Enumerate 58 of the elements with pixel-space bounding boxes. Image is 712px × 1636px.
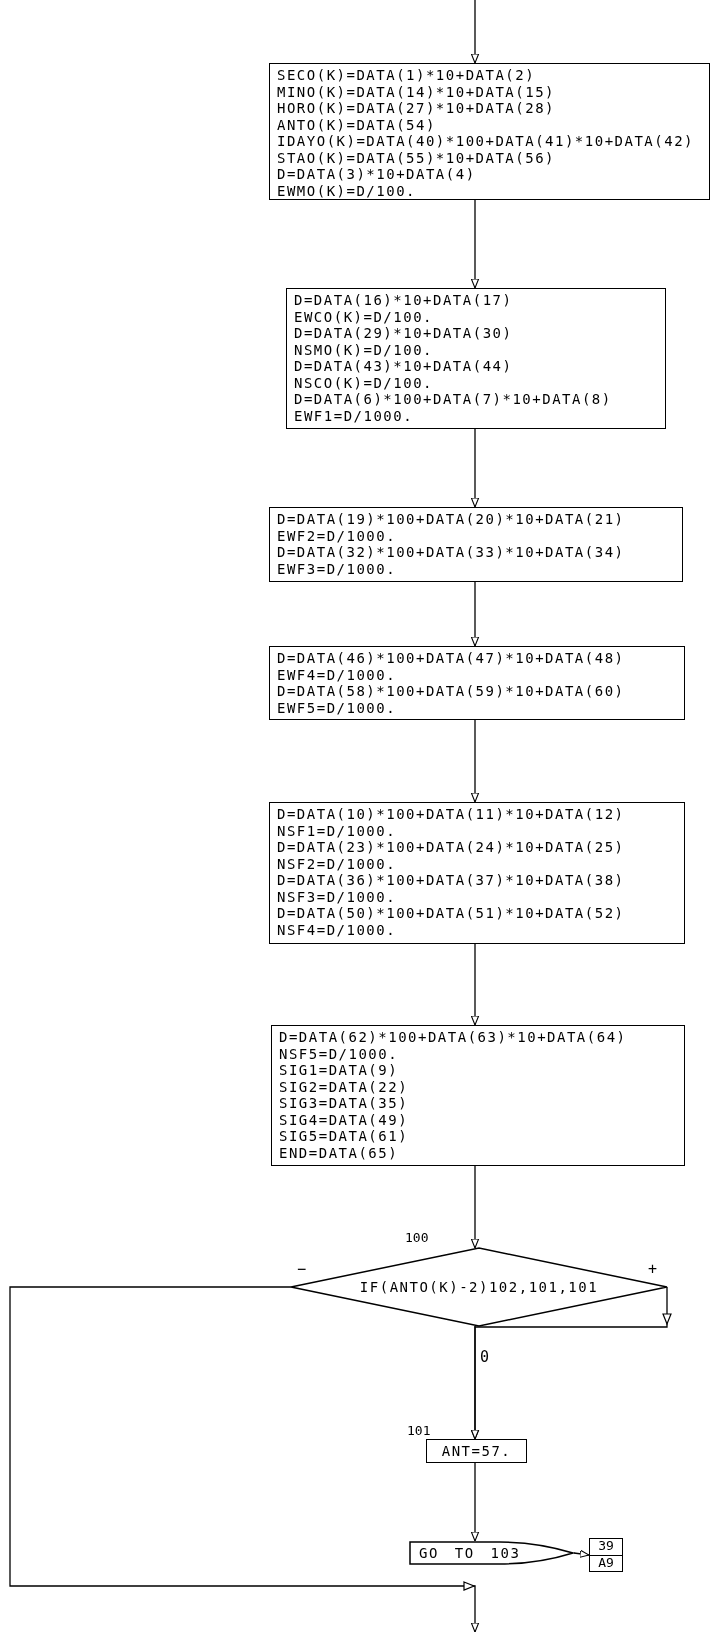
statement-number: 100 [404,1230,430,1245]
code-line: END=DATA(65) [279,1144,400,1161]
code-line: NSF4=D/1000. [277,921,398,938]
code-line: EWF5=D/1000. [277,699,398,716]
code-line: ANT=57. [440,1442,513,1460]
code-line: SIG1=DATA(9) [279,1062,400,1079]
code-line: STAO(K)=DATA(55)*10+DATA(56) [277,149,556,166]
connector-box [589,1538,623,1572]
code-line: SIG3=DATA(35) [279,1095,410,1112]
code-line: IDAYO(K)=DATA(40)*100+DATA(41)*10+DATA(42) [277,133,695,150]
process-box [426,1439,527,1463]
code-line: ANTO(K)=DATA(54) [277,116,437,133]
code-line: SECO(K)=DATA(1)*10+DATA(2) [277,67,537,84]
code-line: EWF1=D/1000. [294,407,415,424]
code-line: GO TO 103 [418,1544,521,1562]
code-line: EWF2=D/1000. [277,527,398,544]
code-line: D=DATA(58)*100+DATA(59)*10+DATA(60) [277,683,626,700]
code-line: D=DATA(50)*100+DATA(51)*10+DATA(52) [277,905,626,922]
code-line: D=DATA(62)*100+DATA(63)*10+DATA(64) [279,1029,628,1046]
connector-label: A9 [590,1554,622,1570]
code-line: D=DATA(32)*100+DATA(33)*10+DATA(34) [277,544,626,561]
code-line: D=DATA(6)*100+DATA(7)*10+DATA(8) [294,391,613,408]
code-line: NSF1=D/1000. [277,822,398,839]
edge-label: 0 [479,1350,491,1365]
code-line: EWMO(K)=D/100. [277,182,417,199]
code-line: D=DATA(16)*10+DATA(17) [294,292,514,309]
code-line: D=DATA(10)*100+DATA(11)*10+DATA(12) [277,806,626,823]
process-box [286,288,666,429]
code-line: NSF5=D/1000. [279,1045,400,1062]
process-box [269,507,683,582]
process-box [269,802,685,944]
code-line: D=DATA(3)*10+DATA(4) [277,166,477,183]
code-line: D=DATA(43)*10+DATA(44) [294,358,514,375]
code-line: EWF3=D/1000. [277,560,398,577]
code-line: EWCO(K)=D/100. [294,308,434,325]
code-line: NSCO(K)=D/100. [294,374,434,391]
code-line: D=DATA(29)*10+DATA(30) [294,325,514,342]
code-line: NSF3=D/1000. [277,888,398,905]
code-line: D=DATA(23)*100+DATA(24)*10+DATA(25) [277,839,626,856]
off-page-connector [409,1541,574,1565]
process-box [269,646,685,720]
code-line: SIG5=DATA(61) [279,1128,410,1145]
condition-text: IF(ANTO(K)-2)102,101,101 [359,1278,599,1296]
code-line: EWF4=D/1000. [277,666,398,683]
code-line: NSMO(K)=D/100. [294,341,434,358]
code-line: MINO(K)=DATA(14)*10+DATA(15) [277,83,556,100]
code-line: D=DATA(36)*100+DATA(37)*10+DATA(38) [277,872,626,889]
code-line: SIG2=DATA(22) [279,1078,410,1095]
connector-label: 39 [597,1539,615,1555]
code-line: D=DATA(46)*100+DATA(47)*10+DATA(48) [277,650,626,667]
process-box [271,1025,685,1166]
code-line: NSF2=D/1000. [277,855,398,872]
process-box [269,63,710,200]
code-line: D=DATA(19)*100+DATA(20)*10+DATA(21) [277,511,626,528]
code-line: SIG4=DATA(49) [279,1111,410,1128]
code-line: HORO(K)=DATA(27)*10+DATA(28) [277,100,556,117]
statement-number: 101 [406,1423,432,1438]
decision-diamond [291,1248,667,1326]
